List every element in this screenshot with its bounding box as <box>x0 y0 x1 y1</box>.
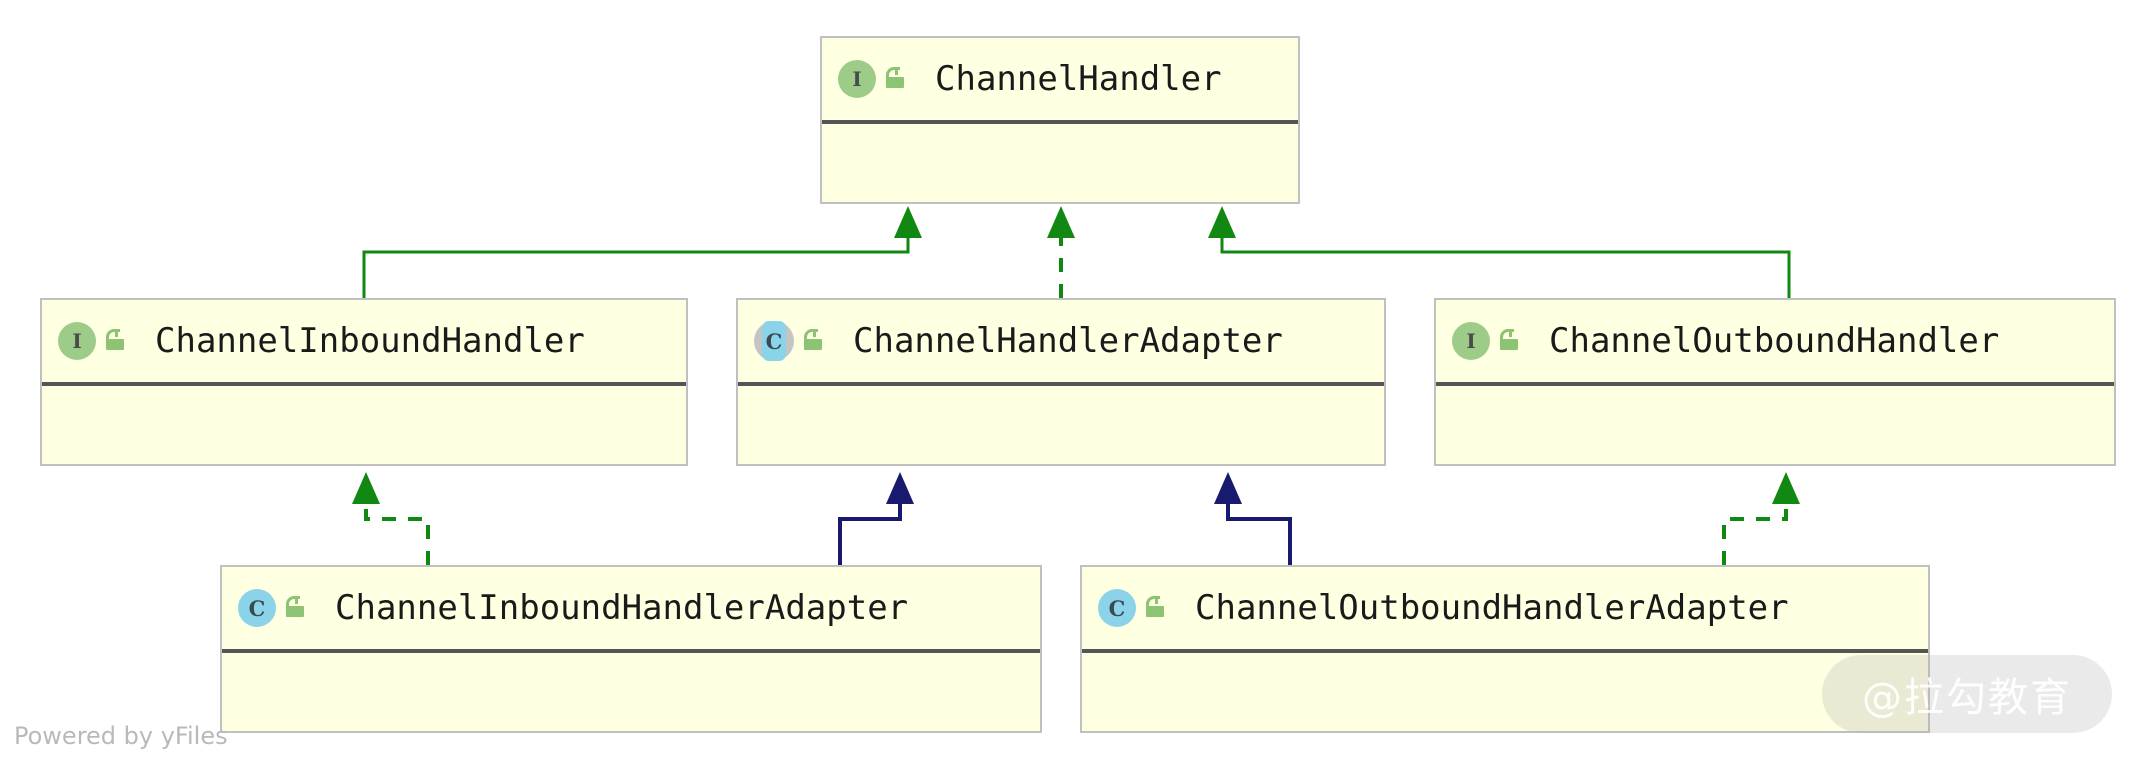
abstract-class-letter: C <box>765 328 783 354</box>
unlocked-padlock-icon <box>883 65 909 93</box>
edge-outbound-adapter-to-outbound-handler <box>1722 472 1800 565</box>
uml-class-members-compartment <box>738 386 1384 464</box>
uml-class-header: C ChannelInboundHandlerAdapter <box>222 567 1040 653</box>
uml-class-header: C ChannelOutboundHandlerAdapter <box>1082 567 1928 653</box>
uml-class-header: I ChannelHandler <box>822 38 1298 124</box>
uml-class-name: ChannelHandlerAdapter <box>853 321 1283 361</box>
yfiles-credit-label: Powered by yFiles <box>14 722 228 750</box>
edge-handler-adapter-to-channel-handler <box>1047 206 1075 298</box>
uml-class-members-compartment <box>1082 653 1928 731</box>
edge-inbound-handler-to-channel-handler <box>362 206 922 298</box>
interface-icon: I <box>58 322 96 360</box>
uml-class-members-compartment <box>1436 386 2114 464</box>
class-icon: C <box>238 589 276 627</box>
edge-inbound-adapter-to-inbound-handler <box>352 472 430 565</box>
uml-class-header: I ChannelOutboundHandler <box>1436 300 2114 386</box>
uml-class-channel-inbound-handler-adapter[interactable]: C ChannelInboundHandlerAdapter <box>220 565 1042 733</box>
unlocked-padlock-icon <box>1143 594 1169 622</box>
unlocked-padlock-icon <box>103 327 129 355</box>
abstract-plate <box>762 321 786 361</box>
uml-class-members-compartment <box>222 653 1040 731</box>
uml-class-channel-outbound-handler[interactable]: I ChannelOutboundHandler <box>1434 298 2116 466</box>
uml-class-channel-outbound-handler-adapter[interactable]: C ChannelOutboundHandlerAdapter <box>1080 565 1930 733</box>
uml-class-channel-inbound-handler[interactable]: I ChannelInboundHandler <box>40 298 688 466</box>
class-icon: C <box>1098 589 1136 627</box>
uml-class-members-compartment <box>822 124 1298 202</box>
uml-class-members-compartment <box>42 386 686 464</box>
uml-class-channel-handler-adapter[interactable]: C ChannelHandlerAdapter <box>736 298 1386 466</box>
interface-icon: I <box>838 60 876 98</box>
unlocked-padlock-icon <box>1497 327 1523 355</box>
unlocked-padlock-icon <box>283 594 309 622</box>
uml-class-name: ChannelOutboundHandlerAdapter <box>1195 588 1789 628</box>
uml-class-name: ChannelHandler <box>935 59 1222 99</box>
uml-class-header: I ChannelInboundHandler <box>42 300 686 386</box>
abstract-class-icon: C <box>754 321 794 361</box>
uml-class-header: C ChannelHandlerAdapter <box>738 300 1384 386</box>
edge-outbound-adapter-to-handler-adapter <box>1214 472 1292 565</box>
unlocked-padlock-icon <box>801 327 827 355</box>
watermark-badge: @拉勾教育 <box>1822 655 2112 733</box>
uml-class-name: ChannelInboundHandlerAdapter <box>335 588 909 628</box>
uml-class-name: ChannelOutboundHandler <box>1549 321 2000 361</box>
uml-class-channel-handler[interactable]: I ChannelHandler <box>820 36 1300 204</box>
uml-class-name: ChannelInboundHandler <box>155 321 585 361</box>
edge-inbound-adapter-to-handler-adapter <box>838 472 914 565</box>
interface-icon: I <box>1452 322 1490 360</box>
edge-outbound-handler-to-channel-handler <box>1208 206 1791 298</box>
